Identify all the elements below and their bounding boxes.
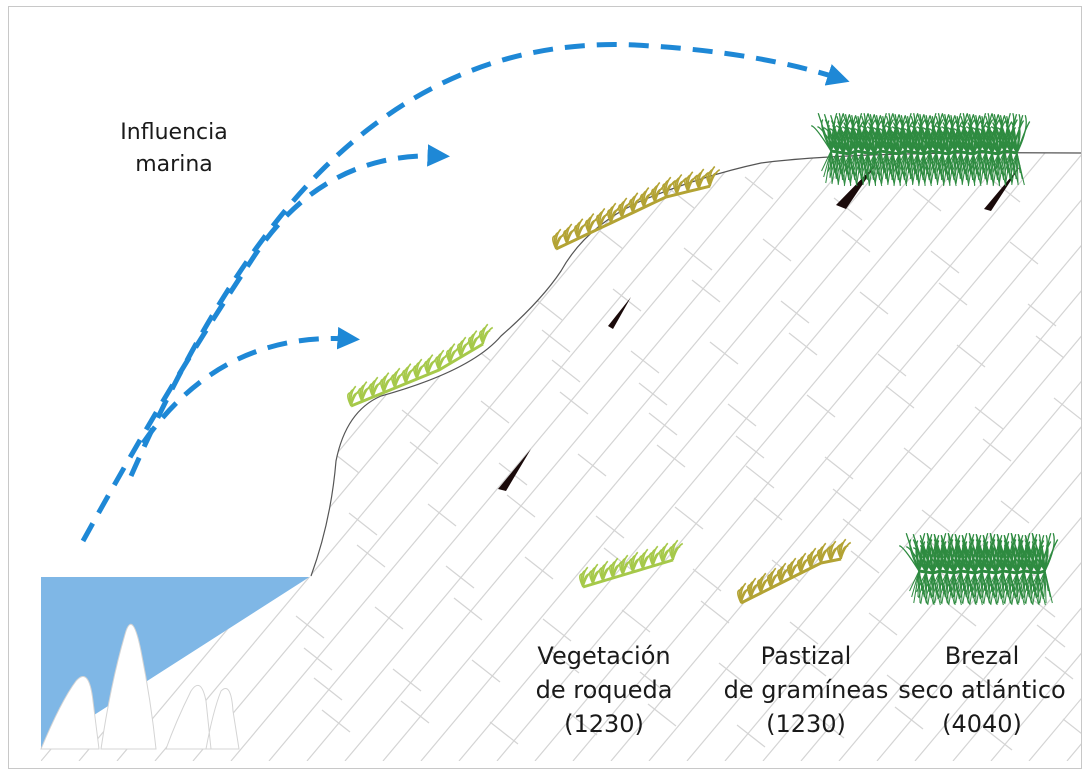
crevice	[608, 297, 631, 329]
legend-label-rock-vegetation: Vegetación de roqueda (1230)	[535, 642, 673, 738]
marine-arrow-low	[140, 326, 360, 445]
sea-rocks	[40, 623, 240, 750]
marine-influence-label: Influencia marina	[120, 120, 228, 177]
coastal-cliff-diagram	[40, 42, 1081, 761]
dry-heath-icon	[899, 533, 1059, 606]
legend-label-grassland: Pastizal de gramíneas (1230)	[723, 642, 889, 738]
cliff-outline	[310, 152, 1081, 577]
grassland-icon	[737, 538, 852, 605]
rock-vegetation-icon	[579, 539, 684, 589]
crevice	[498, 449, 531, 491]
marine-arrow-mid	[80, 144, 450, 543]
dry-heath-on-cliff	[811, 113, 1031, 187]
legend-label-dry-heath: Brezal seco atlántico (4040)	[898, 642, 1066, 738]
diagram-frame: Influencia marina Vegetación de roqueda …	[8, 6, 1082, 769]
grassland-on-cliff	[552, 165, 721, 251]
marine-arrow-high	[128, 42, 850, 478]
rock-vegetation-on-cliff	[347, 323, 494, 408]
